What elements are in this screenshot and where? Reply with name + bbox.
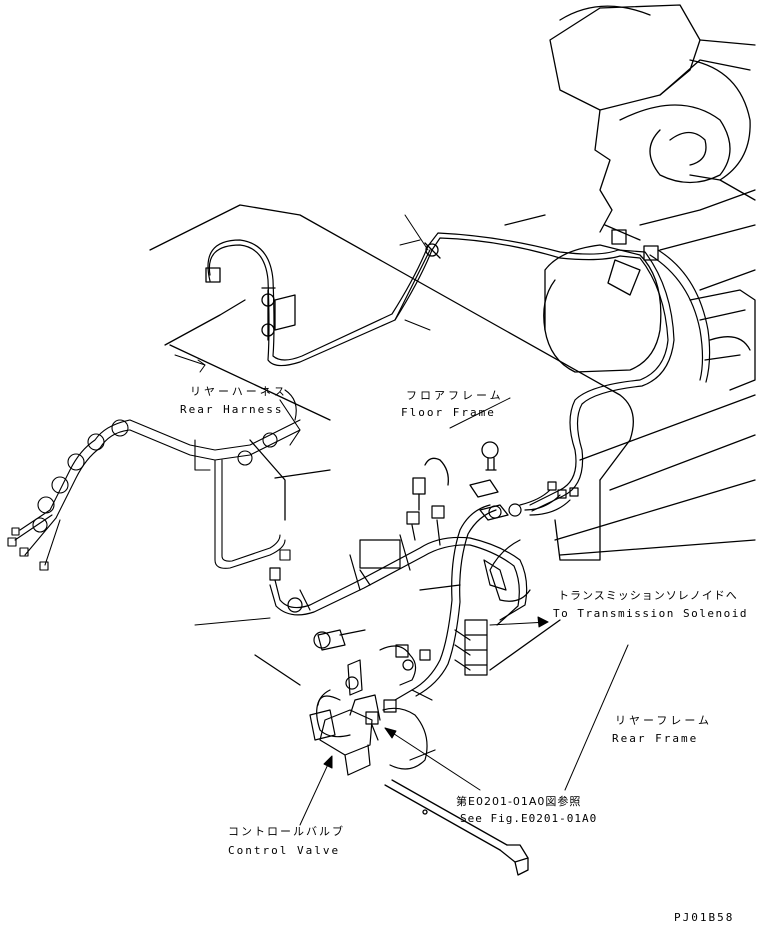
floor-frame-outline: [149, 204, 756, 561]
control-valve-label-en: Control Valve: [228, 844, 341, 857]
trans-solenoid-label-jp: トランスミッションソレノイドへ: [558, 589, 738, 602]
floor-frame-label-en: Floor Frame: [401, 406, 496, 419]
engine-outline: [549, 4, 756, 291]
control-valve-label-jp: コントロールバルブ: [228, 825, 345, 838]
rear-harness-leader: [174, 354, 206, 366]
connector-bundle-left: [7, 389, 301, 571]
rear-frame-label-jp: リヤーフレーム: [615, 714, 713, 727]
long-bolt: [384, 779, 529, 876]
harness-clamp-leader: [404, 214, 429, 251]
rear-harness-label-jp: リヤーハーネス: [190, 385, 288, 398]
see-fig-leader: [384, 727, 481, 791]
leader-lines: [174, 214, 629, 826]
control-valve: [309, 629, 436, 776]
trans-solenoid-label-en: To Transmission Solenoid: [553, 607, 748, 620]
floor-frame-label-jp: フロアフレーム: [406, 389, 504, 402]
control-valve-arrow: [299, 759, 331, 826]
see-fig-label-jp: 第E0201-01A0図参照: [456, 795, 582, 808]
rear-frame-leader: [564, 644, 629, 791]
harness-main: [207, 232, 711, 512]
harness-center: [269, 481, 579, 697]
harness-clamps: [205, 224, 659, 341]
transmission-outline: [543, 244, 756, 391]
floor-frame-leader: [404, 319, 431, 331]
see-fig-label-en: See Fig.E0201-01A0: [460, 812, 598, 825]
rear-harness-label-en: Rear Harness: [180, 403, 284, 416]
rear-frame-outline: [254, 539, 756, 686]
drawing-code: PJ01B58: [674, 911, 735, 924]
rear-frame-label-en: Rear Frame: [612, 732, 699, 745]
sensor-parts: [412, 441, 509, 521]
